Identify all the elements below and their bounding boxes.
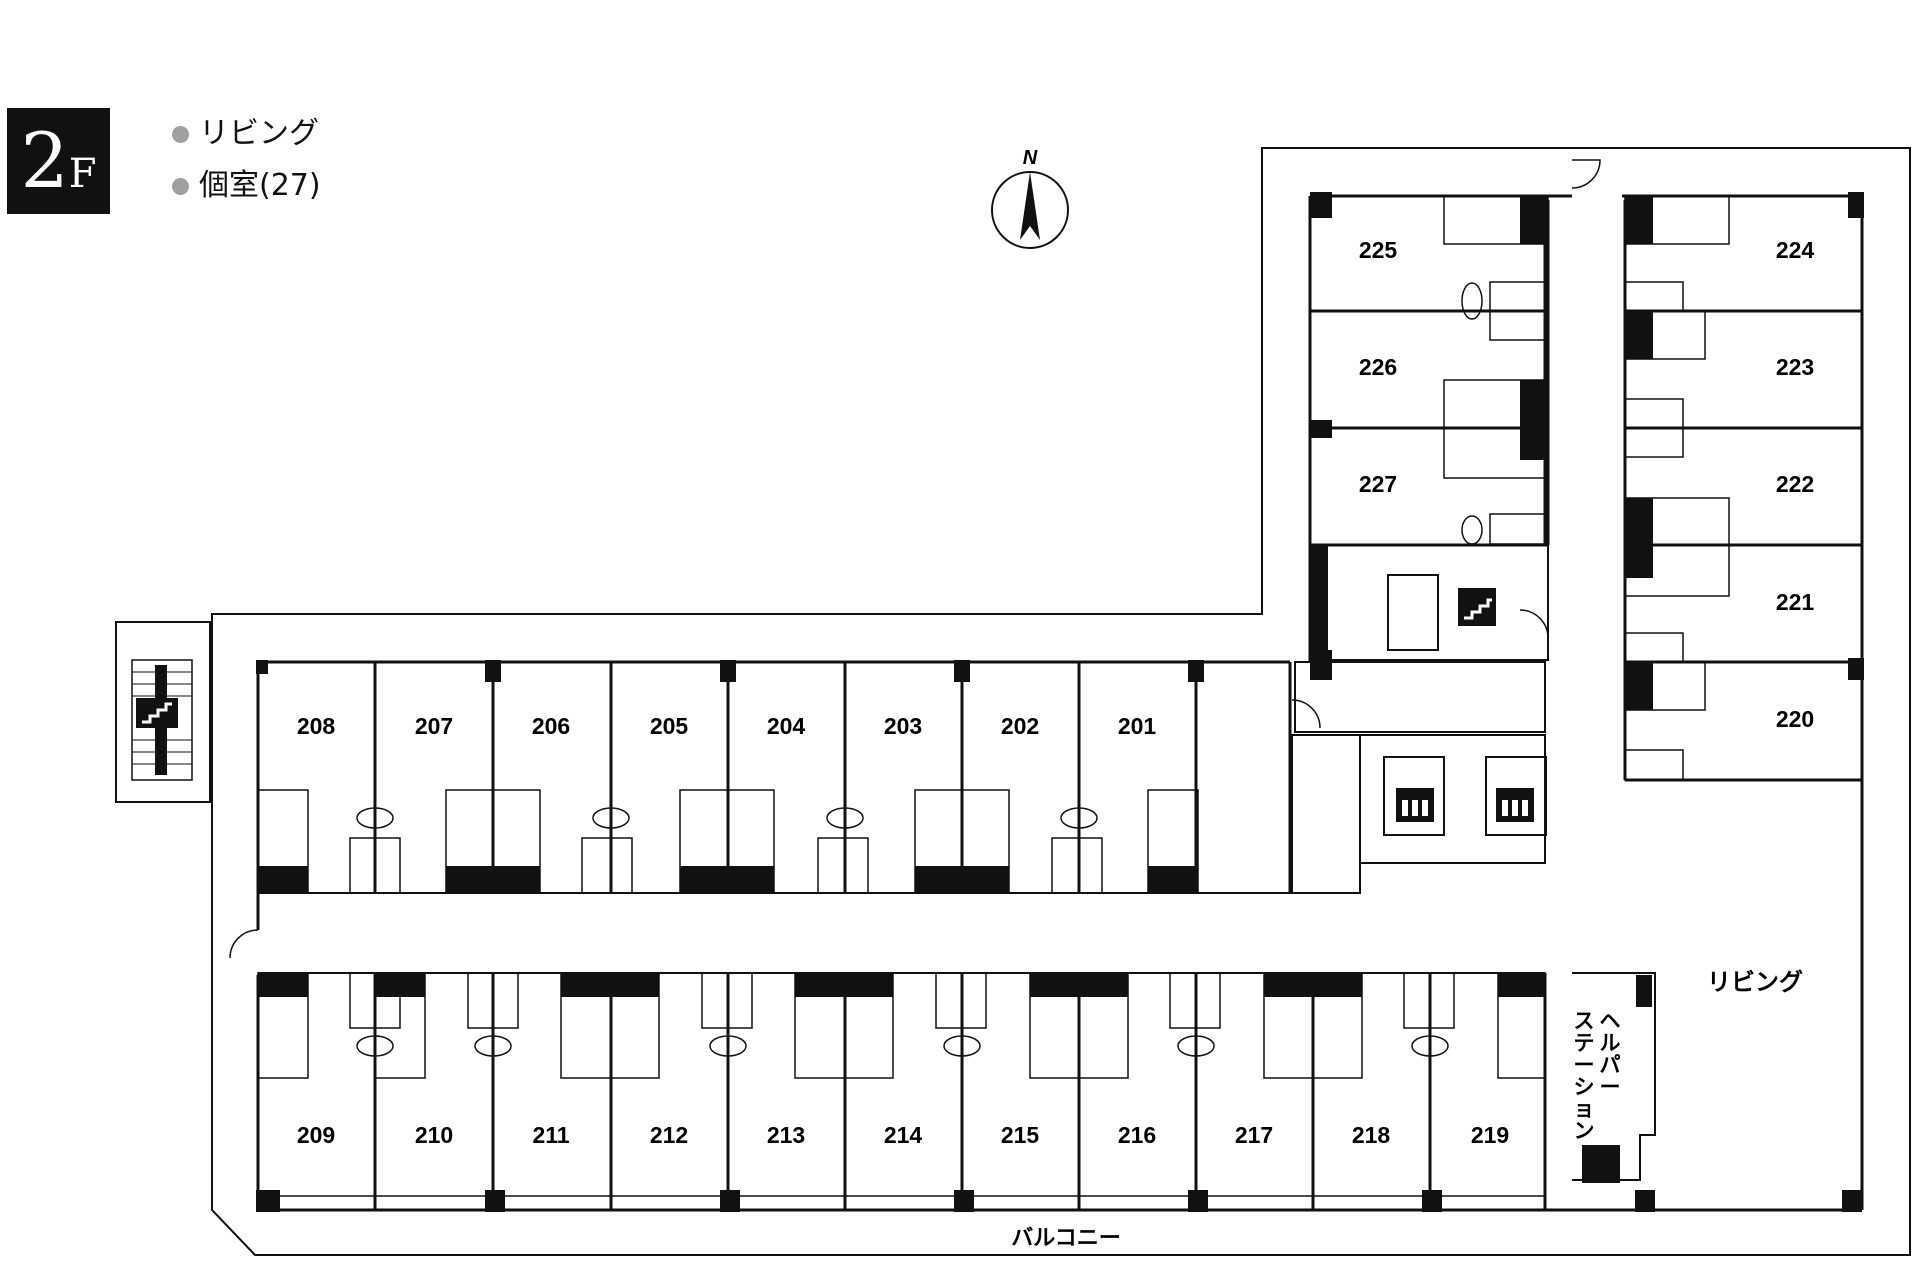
north-row-labels: 208 207 206 205 204 203 202 201 [297, 713, 1157, 739]
floor-number: 2 [20, 116, 69, 205]
room-label: 202 [1001, 713, 1039, 739]
legend-dot-icon [172, 125, 189, 143]
room-label: 208 [297, 713, 336, 739]
helper-station-label: ヘ ル パ ー ス テ ー シ ョ ン [1574, 1010, 1621, 1143]
east-wing-labels: 224 223 222 221 220 [1776, 237, 1815, 732]
south-row-labels: 209 210 211 212 213 214 215 216 217 218 … [297, 1122, 1509, 1148]
room-label: 209 [297, 1122, 335, 1148]
helper-station-char: ル [1600, 1032, 1621, 1055]
room-label: 222 [1776, 471, 1814, 497]
room-label: 204 [767, 713, 806, 739]
east-wing [1624, 192, 1864, 782]
room-label: 201 [1118, 713, 1157, 739]
helper-station-char: ス [1574, 1010, 1595, 1033]
helper-station-char: ヘ [1600, 1010, 1621, 1033]
compass-icon: N [991, 147, 1069, 249]
helper-station [1572, 972, 1656, 1183]
door-arcs [229, 159, 1601, 959]
legend-label: 個室(27) [199, 168, 321, 203]
north-row-partitions [373, 662, 1292, 893]
service-core [1291, 544, 1549, 894]
helper-station-char: テ [1574, 1032, 1595, 1055]
legend-item-private-rooms: 個室(27) [172, 160, 321, 212]
balcony-label: バルコニー [1011, 1226, 1121, 1251]
stair-icon [1458, 588, 1496, 626]
helper-station-char: ン [1574, 1120, 1595, 1143]
room-label: 226 [1359, 354, 1397, 380]
north-row-bathrooms [257, 789, 1199, 894]
floor-badge: 2 F [7, 108, 110, 214]
helper-station-char: ー [1600, 1076, 1621, 1099]
legend-label: リビング [199, 116, 319, 151]
room-label: 216 [1118, 1122, 1156, 1148]
room-label: 221 [1776, 589, 1815, 615]
room-label: 207 [415, 713, 453, 739]
site-boundary [211, 147, 1911, 1256]
room-label: 223 [1776, 354, 1814, 380]
compass-label: N [1023, 147, 1038, 169]
legend: リビング 個室(27) [172, 108, 321, 212]
west-wing-labels: 225 226 227 [1359, 237, 1398, 497]
west-wing [1310, 192, 1550, 680]
helper-station-char: ョ [1574, 1098, 1595, 1121]
room-label: 227 [1359, 471, 1397, 497]
helper-station-char: パ [1600, 1054, 1621, 1077]
room-label: 212 [650, 1122, 688, 1148]
helper-station-char: シ [1574, 1076, 1595, 1099]
south-row-bathrooms [257, 972, 1546, 1079]
north-row-columns [256, 660, 1204, 682]
legend-dot-icon [172, 177, 189, 195]
helper-station-char: ー [1574, 1054, 1595, 1077]
south-row-columns [256, 1190, 1862, 1212]
room-label: 220 [1776, 706, 1814, 732]
floor-unit: F [68, 151, 97, 197]
west-stair [115, 621, 211, 803]
room-label: 215 [1001, 1122, 1040, 1148]
restroom-icon [1582, 1145, 1620, 1183]
building-walls [256, 194, 1864, 1212]
room-label: 214 [884, 1122, 923, 1148]
legend-item-living: リビング [172, 108, 321, 160]
room-label: 224 [1776, 237, 1815, 263]
room-label: 218 [1352, 1122, 1391, 1148]
room-label: 205 [650, 713, 689, 739]
corridor-walls [258, 892, 1545, 974]
room-label: 213 [767, 1122, 805, 1148]
room-label: 219 [1471, 1122, 1509, 1148]
room-label: 206 [532, 713, 570, 739]
room-label: 217 [1235, 1122, 1273, 1148]
room-label: 203 [884, 713, 922, 739]
living-label: リビング [1707, 968, 1803, 996]
room-label: 210 [415, 1122, 453, 1148]
room-label: 225 [1359, 237, 1398, 263]
south-row-partitions [373, 973, 1547, 1210]
room-label: 211 [532, 1122, 569, 1148]
